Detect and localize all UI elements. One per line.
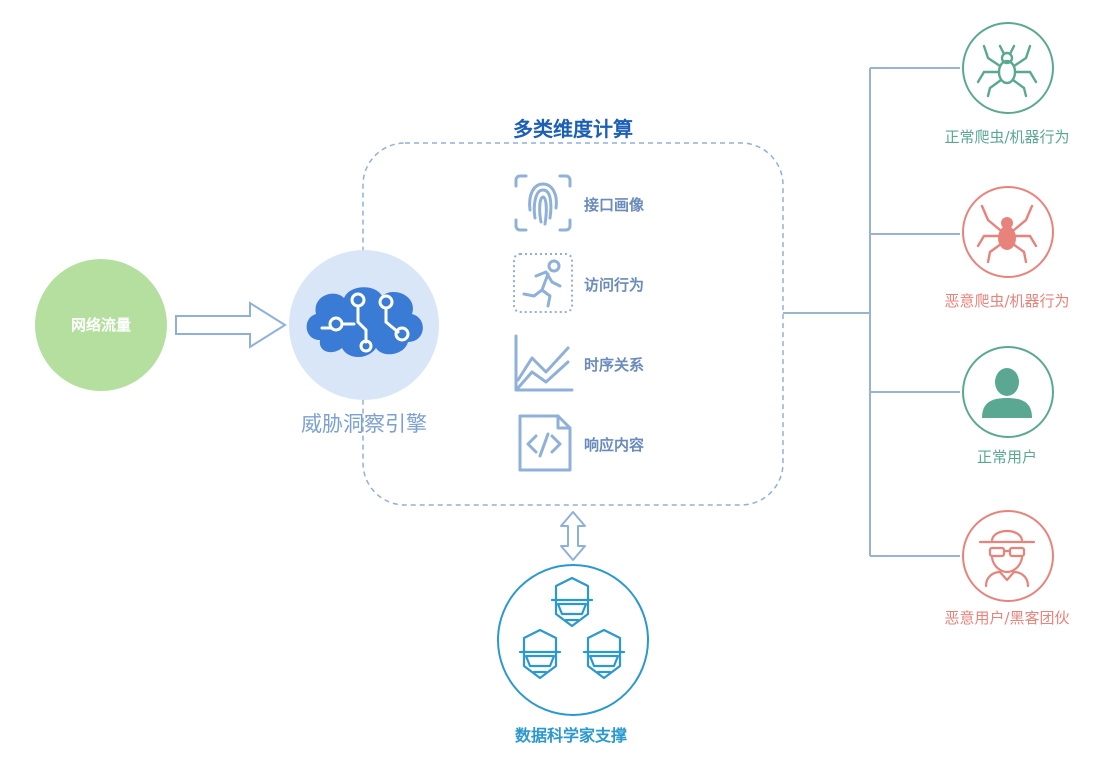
compute-item-label: 接口画像 — [584, 196, 645, 214]
outcome-label: 正常用户 — [976, 448, 1037, 466]
outcome-connectors — [783, 67, 960, 557]
brain-icon — [306, 287, 423, 357]
fingerprint-icon — [514, 174, 572, 232]
compute-item: 访问行为 — [512, 252, 672, 316]
outcome-item: 恶意爬虫/机器行为 — [918, 186, 1096, 316]
support-label: 数据科学家支撑 — [514, 726, 627, 745]
outcome-circle — [962, 510, 1054, 602]
line-chart-icon — [514, 334, 574, 392]
compute-item-label: 访问行为 — [584, 276, 645, 294]
flow-arrow — [175, 301, 287, 349]
source-node — [35, 259, 167, 391]
compute-title: 多类维度计算 — [513, 117, 633, 141]
outcome-item: 正常爬虫/机器行为 — [918, 22, 1096, 152]
user-icon — [982, 368, 1032, 418]
hacker-icon — [978, 529, 1036, 588]
compute-item: 时序关系 — [512, 332, 672, 396]
outcome-item: 正常用户 — [918, 346, 1096, 476]
compute-item-label: 时序关系 — [584, 356, 645, 374]
data-scientists-icon — [518, 576, 626, 680]
outcome-label: 正常爬虫/机器行为 — [944, 128, 1070, 146]
code-file-icon — [518, 414, 572, 472]
support-arrow — [560, 511, 586, 561]
runner-icon — [513, 253, 573, 313]
spider-icon — [976, 44, 1038, 98]
outcome-label: 恶意爬虫/机器行为 — [944, 292, 1070, 310]
compute-box — [362, 142, 784, 506]
compute-item: 接口画像 — [512, 172, 672, 236]
outcome-item: 恶意用户/黑客团伙 — [918, 510, 1096, 640]
source-label: 网络流量 — [70, 316, 131, 334]
outcome-circle — [962, 22, 1054, 114]
compute-item-label: 响应内容 — [584, 436, 645, 454]
compute-item: 响应内容 — [512, 412, 672, 476]
bug-icon — [976, 204, 1038, 264]
outcome-label: 恶意用户/黑客团伙 — [944, 609, 1070, 627]
engine-label: 威胁洞察引擎 — [301, 412, 427, 436]
